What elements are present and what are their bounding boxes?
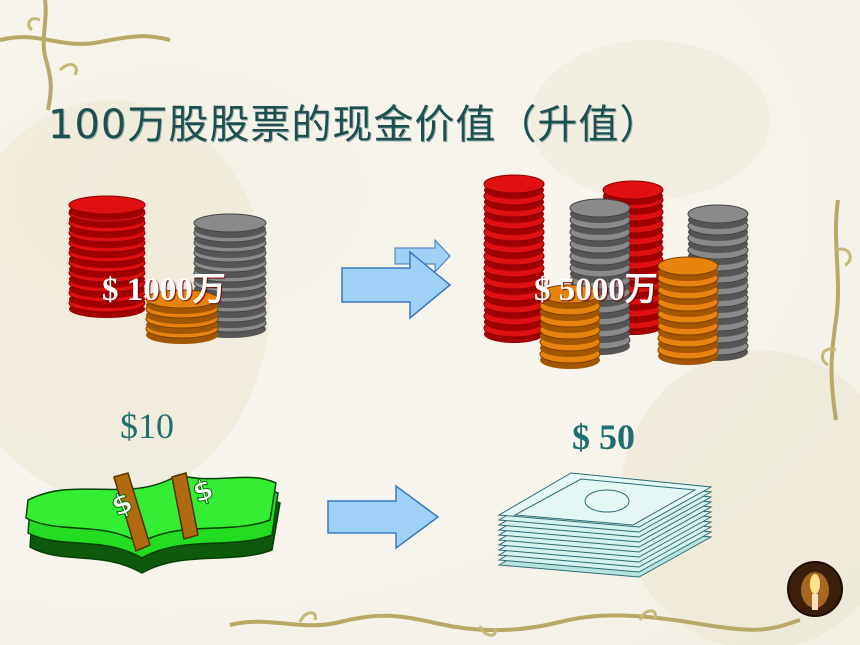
green-dollar-bundle-icon: $ $ — [25, 471, 281, 574]
banknote-stack-icon — [497, 472, 713, 578]
slide-title: 100万股股票的现金价值（升值） — [48, 102, 661, 148]
right-arrow-icon — [327, 484, 440, 550]
candle-icon — [787, 561, 843, 617]
right-arrow-icon — [341, 238, 452, 320]
after-price: $ 50 — [572, 417, 635, 457]
after-value-label: $ 5000万 — [534, 272, 658, 308]
before-price: $10 — [120, 406, 174, 446]
before-value-label: $ 1000万 — [102, 272, 226, 308]
